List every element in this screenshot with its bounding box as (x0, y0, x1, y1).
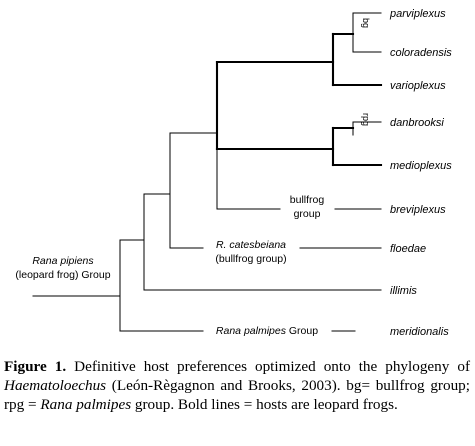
caption-text-2: (León-Règagnon and Brooks, 2003). bg= bu… (4, 377, 470, 413)
clade-label-rpg: rpg (361, 113, 371, 126)
label-palmipes-group: Rana palmipes Group (216, 325, 318, 337)
label-bullfrog-group-line2: group (294, 208, 321, 220)
taxon-floedae: floedae (390, 243, 426, 255)
label-pipiens-line2: (leopard frog) Group (15, 269, 110, 281)
taxon-meridionalis: meridionalis (390, 326, 449, 338)
taxon-medioplexus: medioplexus (390, 160, 452, 172)
label-pipiens-line1: Rana pipiens (32, 255, 94, 267)
taxon-varioplexus: varioplexus (390, 80, 446, 92)
clade-label-bg: bg (361, 18, 371, 28)
caption-label: Figure 1. (4, 358, 67, 375)
caption-text-1: Definitive host preferences optimized on… (66, 358, 470, 375)
caption-species-group: Rana palmipes (40, 396, 132, 413)
taxon-coloradensis: coloradensis (390, 47, 452, 59)
taxon-danbrooksi: danbrooksi (390, 117, 444, 129)
phylogeny-tree: parviplexus coloradensis varioplexus dan… (15, 8, 452, 338)
taxon-illimis: illimis (390, 285, 417, 297)
taxon-parviplexus: parviplexus (389, 8, 446, 20)
caption-text-3: group. Bold lines = hosts are leopard fr… (131, 396, 398, 413)
taxon-breviplexus: breviplexus (390, 204, 446, 216)
caption-genus: Haematoloechus (4, 377, 107, 394)
label-palmipes-italic: Rana palmipes (216, 325, 287, 337)
figure-caption: Figure 1. Definitive host preferences op… (4, 357, 470, 414)
label-palmipes-rest: Group (286, 325, 318, 337)
label-catesbeiana-line2: (bullfrog group) (215, 253, 286, 265)
label-catesbeiana-line1: R. catesbeiana (216, 239, 286, 251)
label-bullfrog-group-line1: bullfrog (290, 194, 325, 206)
